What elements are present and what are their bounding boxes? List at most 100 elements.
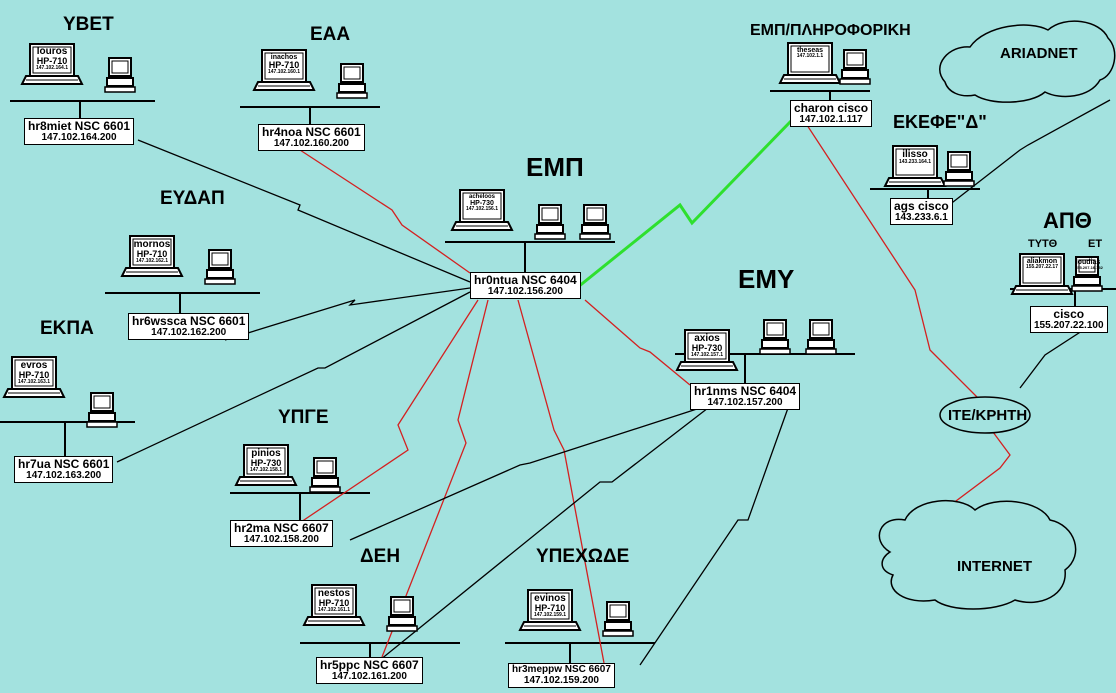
- router-ip: 147.102.158.200: [243, 533, 319, 545]
- host-model: HP-710: [36, 56, 68, 66]
- router-name: hr7ua NSC 6601: [18, 457, 110, 471]
- site-label-ypexode: ΥΠΕΧΩΔΕ: [536, 546, 630, 567]
- node-label-ite: ΙΤΕ/ΚΡΗΤΗ: [948, 407, 1028, 424]
- router-name: hr4noa NSC 6601: [262, 125, 361, 139]
- router-ip: 147.102.163.200: [26, 469, 102, 481]
- site-label-emp-info: ΕΜΠ/ΠΛΗΡΟΦΟΡΙΚΗ: [750, 22, 911, 39]
- host-ip: 147.102.161.1: [318, 607, 350, 613]
- ariadnet-cloud: [939, 20, 1116, 103]
- site-label-et: ΕΤ: [1088, 238, 1103, 250]
- host-model: HP-710: [534, 603, 566, 613]
- router-ip: 147.102.159.200: [523, 674, 599, 686]
- host-name: loudias: [1075, 259, 1101, 266]
- host-name: louros: [36, 46, 68, 57]
- host-ip: 147.102.162.1: [136, 258, 168, 264]
- router-name: charon cisco: [794, 101, 869, 115]
- router-ip: 147.102.1.117: [799, 113, 863, 125]
- host-model: HP-710: [318, 598, 350, 608]
- router-name: hr0ntua NSC 6404: [474, 273, 577, 287]
- host-model: HP-710: [268, 60, 300, 70]
- cloud-label-ariadnet: ARIADNET: [1000, 45, 1078, 62]
- host-name: aliakmon: [1026, 258, 1058, 265]
- router-ip: 147.102.164.200: [41, 131, 117, 143]
- site-label-ekefe: ΕΚΕΦΕ"Δ": [893, 112, 987, 132]
- site-label-eaa: ΕΑΑ: [310, 24, 351, 45]
- host-name: evinos: [534, 593, 566, 604]
- host-name: mornos: [133, 239, 171, 250]
- site-label-emy: ΕΜΥ: [738, 264, 795, 294]
- router-name: hr3meppw NSC 6607: [512, 664, 611, 675]
- host-ip: 147.102.159.1: [534, 612, 566, 618]
- host-ip: 147.102.156.1: [466, 206, 498, 212]
- host-name: axios: [694, 333, 720, 344]
- router-ip: 155.207.22.100: [1034, 319, 1104, 331]
- internet-cloud: [878, 499, 1077, 610]
- router-name: hr6wssca NSC 6601: [132, 314, 246, 328]
- router-name: ags cisco: [894, 199, 949, 213]
- router-name: hr2ma NSC 6607: [234, 521, 329, 535]
- fast-link: [577, 118, 794, 289]
- site-label-ekpa: ΕΚΠΑ: [40, 318, 94, 339]
- router-ip: 147.102.161.200: [331, 670, 407, 682]
- host-ip: 147.102.1.1: [796, 53, 824, 59]
- host-ip: 147.102.158.1: [250, 467, 282, 473]
- host-model: HP-710: [18, 370, 50, 380]
- host-ip: 147.102.164.1: [36, 65, 68, 71]
- host-ip: 143.233.164.1: [899, 159, 931, 165]
- site-label-tytth: ΤΥΤΘ: [1028, 238, 1058, 250]
- router-name: hr8miet NSC 6601: [28, 119, 131, 133]
- site-label-deh: ΔΕΗ: [360, 546, 401, 567]
- host-ip: 155.207.22.17: [1026, 264, 1058, 270]
- router-ip: 147.102.156.200: [487, 285, 563, 297]
- host-model: HP-730: [691, 343, 723, 353]
- host-name: inachos: [270, 54, 298, 61]
- host-ip: 155.207.16.152: [1075, 265, 1103, 270]
- host-model: HP-730: [470, 200, 494, 207]
- site-label-apth: ΑΠΘ: [1043, 208, 1092, 233]
- host-ip: 147.102.160.1: [268, 69, 300, 75]
- host-ip: 147.102.157.1: [691, 352, 723, 358]
- site-label-ypge: ΥΠΓΕ: [278, 407, 329, 428]
- host-name: theseas: [796, 47, 824, 54]
- host-name: evros: [20, 360, 48, 371]
- router-ip: 147.102.162.200: [151, 326, 227, 338]
- ite-node: [939, 396, 1031, 434]
- site-label-yvet: ΥΒΕΤ: [63, 14, 114, 35]
- router-name: hr1nms NSC 6404: [694, 384, 797, 398]
- host-name: pinios: [251, 448, 281, 459]
- router-ip: 147.102.160.200: [273, 137, 349, 149]
- host-model: HP-710: [136, 249, 168, 259]
- cloud-label-internet: INTERNET: [957, 558, 1032, 575]
- router-name: cisco: [1053, 307, 1085, 321]
- serial-links: [297, 121, 1011, 664]
- site-label-eydap: ΕΥΔΑΠ: [160, 188, 225, 209]
- router-ip: 143.233.6.1: [894, 211, 948, 223]
- host-ip: 147.102.163.1: [18, 379, 50, 385]
- router-ip: 147.102.157.200: [707, 396, 783, 408]
- router-name: hr5ppc NSC 6607: [320, 658, 419, 672]
- host-name: acheloos: [468, 194, 495, 200]
